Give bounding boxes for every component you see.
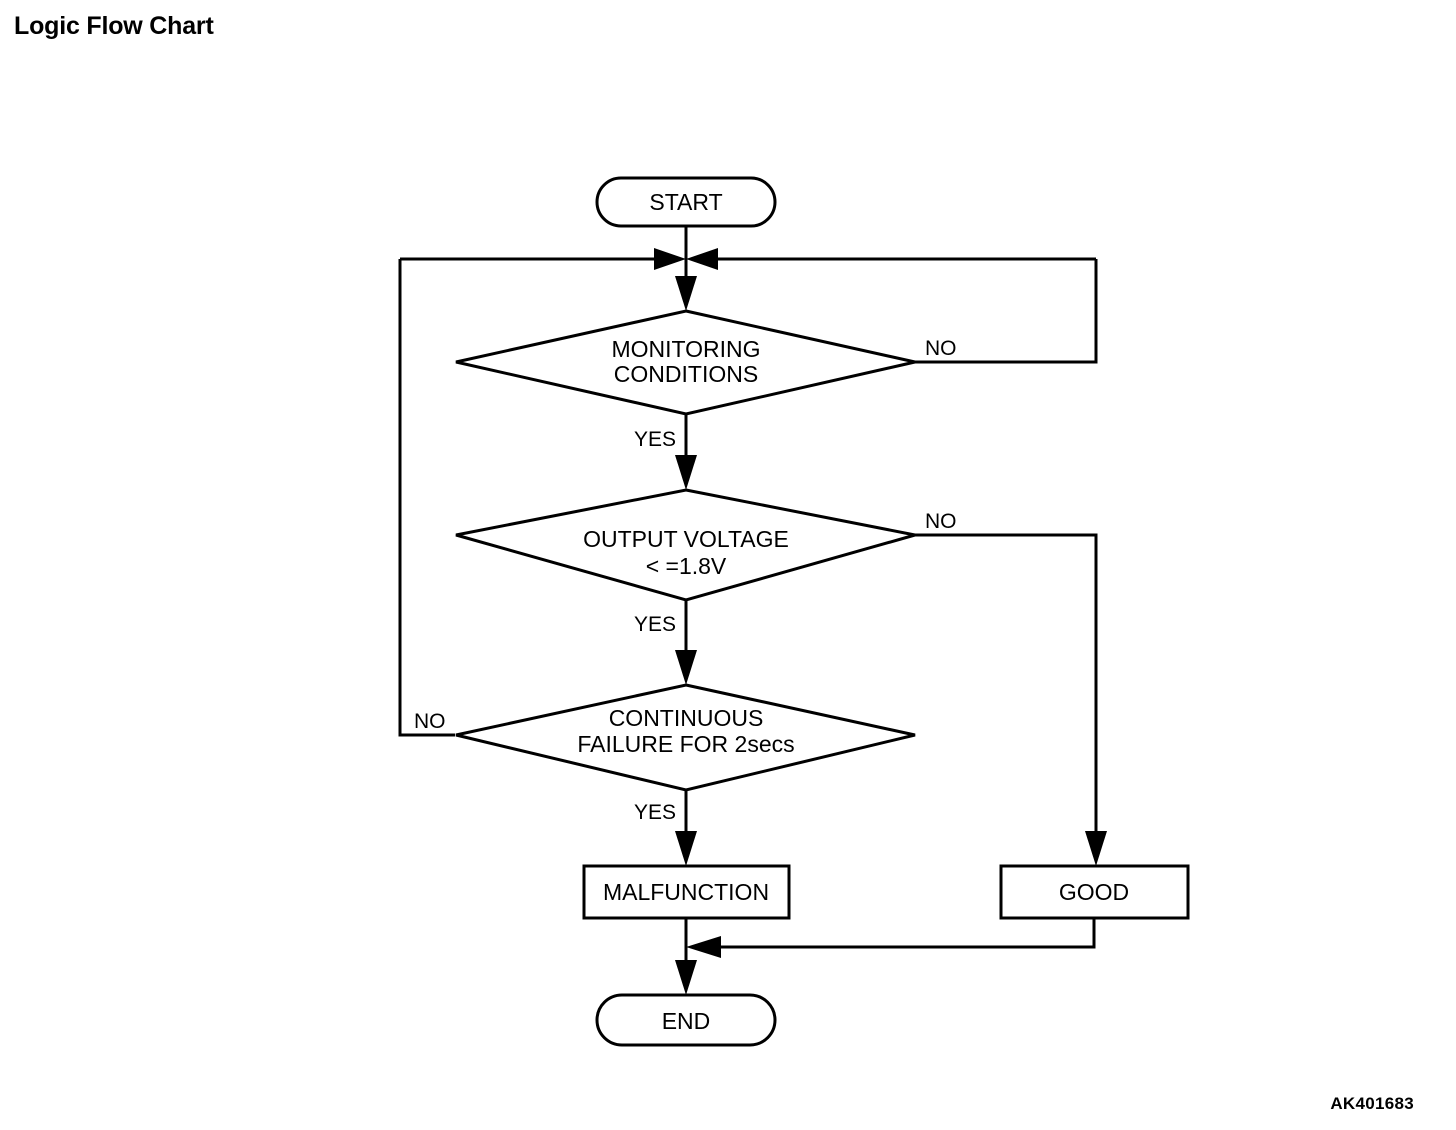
branch-label-voltage-yes: YES — [634, 613, 676, 636]
start-label: START — [649, 189, 722, 215]
malfunction-box-shape — [582, 864, 791, 920]
branch-label-continuous-no: NO — [414, 710, 446, 733]
branch-label-monitoring-yes: YES — [634, 428, 676, 451]
branch-label-continuous-yes: YES — [634, 801, 676, 824]
arrowhead-into-malfunction — [675, 831, 697, 866]
figure-code: AK401683 — [1330, 1094, 1414, 1113]
arrowhead-into-good — [1085, 831, 1107, 866]
good-label: GOOD — [1059, 879, 1129, 905]
arrowhead-into-end — [675, 960, 697, 995]
arrowhead-into-continuous — [675, 650, 697, 685]
monitoring-label-line1: MONITORING — [611, 336, 760, 362]
connector-voltage-no-to-good — [915, 533, 1098, 860]
voltage-label-line1: OUTPUT VOLTAGE — [583, 526, 789, 552]
connector-monitoring-no-to-feedback — [915, 259, 1098, 364]
connector-feedback-left-vertical — [398, 259, 455, 737]
end-shape — [595, 993, 777, 1047]
end-label: END — [662, 1008, 711, 1034]
malfunction-label: MALFUNCTION — [603, 879, 769, 905]
arrowhead-good-join-end-line — [686, 936, 721, 958]
monitoring-label-line2: CONDITIONS — [614, 361, 758, 387]
node-decision-output-voltage[interactable]: OUTPUT VOLTAGE < =1.8V — [455, 488, 916, 602]
node-decision-monitoring[interactable]: MONITORING CONDITIONS — [455, 309, 916, 416]
node-malfunction[interactable]: MALFUNCTION — [582, 864, 791, 920]
continuous-diamond-shape — [455, 683, 916, 792]
node-good[interactable]: GOOD — [999, 864, 1190, 920]
continuous-label-line2: FAILURE FOR 2secs — [577, 731, 794, 757]
branch-label-voltage-no: NO — [925, 510, 957, 533]
node-end[interactable]: END — [595, 993, 777, 1047]
arrowhead-feedback-left-into-junction — [654, 248, 686, 270]
voltage-label-line2: < =1.8V — [646, 553, 727, 579]
good-box-shape — [999, 864, 1190, 920]
node-decision-continuous-failure[interactable]: CONTINUOUS FAILURE FOR 2secs — [455, 683, 916, 792]
page-title: Logic Flow Chart — [14, 12, 214, 40]
monitoring-diamond-shape — [455, 309, 916, 416]
connector-good-to-end-line — [708, 918, 1096, 949]
node-start[interactable]: START — [595, 176, 777, 228]
branch-label-monitoring-no: NO — [925, 337, 957, 360]
arrowhead-feedback-right-into-junction — [686, 248, 718, 270]
start-shape — [595, 176, 777, 228]
arrowhead-into-voltage — [675, 455, 697, 490]
voltage-diamond-shape — [455, 488, 916, 602]
arrowhead-into-monitoring — [675, 276, 697, 311]
continuous-label-line1: CONTINUOUS — [609, 705, 764, 731]
